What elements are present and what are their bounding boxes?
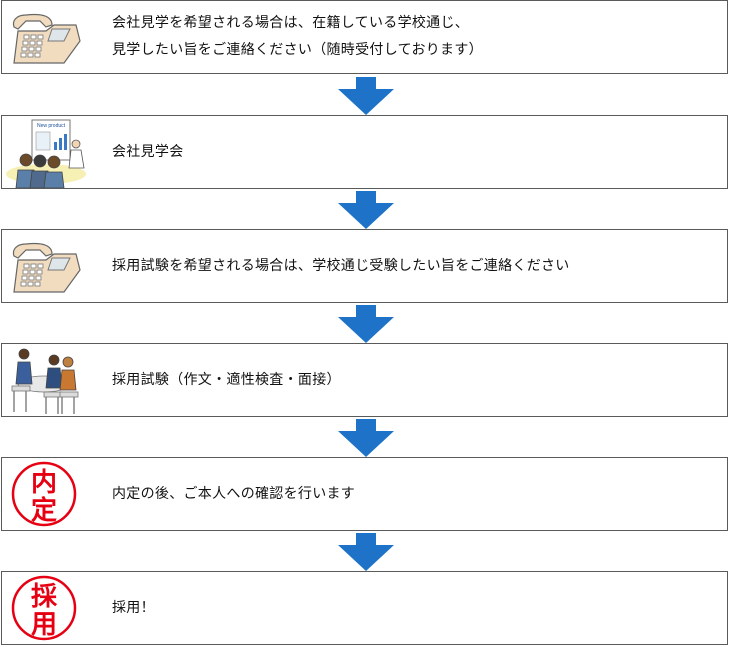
stamp-char: 内 xyxy=(31,468,57,498)
down-arrow-icon xyxy=(338,533,394,571)
telephone-icon xyxy=(12,13,81,64)
flow-step-hired: 採 用 採用！ xyxy=(1,571,728,645)
step-text-line: 会社見学会 xyxy=(112,143,184,160)
saiyo-stamp-icon: 採 用 xyxy=(11,575,77,641)
stamp-char: 用 xyxy=(31,610,57,640)
telephone-icon xyxy=(12,242,81,293)
down-arrow-icon xyxy=(338,305,394,343)
down-arrow-icon xyxy=(338,77,394,115)
flow-step-company-visit-request: 会社見学を希望される場合は、在籍している学校通じ、 見学したい旨をご連絡ください… xyxy=(1,0,728,74)
step-text-line: 採用！ xyxy=(112,599,155,616)
step-text: 会社見学を希望される場合は、在籍している学校通じ、 見学したい旨をご連絡ください… xyxy=(112,1,717,73)
flow-step-company-tour: New product 会社見学会 xyxy=(1,115,728,189)
step-text-line: 会社見学を希望される場合は、在籍している学校通じ、 xyxy=(112,15,470,31)
flow-step-informal-offer: 内 定 内定の後、ご本人への確認を行います xyxy=(1,457,728,531)
flow-step-exam-request: 採用試験を希望される場合は、学校通じ受験したい旨をご連絡ください xyxy=(1,229,728,303)
step-text: 採用！ xyxy=(112,572,717,644)
naitei-stamp-icon: 内 定 xyxy=(11,461,77,527)
step-text-line: 採用試験を希望される場合は、学校通じ受験したい旨をご連絡ください xyxy=(112,257,570,274)
step-text: 会社見学会 xyxy=(112,116,717,188)
flow-step-exam: 採用試験（作文・適性検査・面接） xyxy=(1,343,728,417)
step-text: 内定の後、ご本人への確認を行います xyxy=(112,458,717,530)
down-arrow-icon xyxy=(338,419,394,457)
step-text: 採用試験（作文・適性検査・面接） xyxy=(112,344,717,416)
stamp-char: 定 xyxy=(31,495,57,526)
meeting-icon xyxy=(11,348,79,414)
down-arrow-icon xyxy=(338,191,394,229)
board-title: New product xyxy=(37,123,66,129)
step-text-line: 採用試験（作文・適性検査・面接） xyxy=(112,371,341,388)
stamp-char: 採 xyxy=(31,582,58,612)
step-text-line: 見学したい旨をご連絡ください（随時受付しております） xyxy=(112,42,483,58)
step-text: 採用試験を希望される場合は、学校通じ受験したい旨をご連絡ください xyxy=(112,230,717,302)
step-text-line: 内定の後、ご本人への確認を行います xyxy=(112,485,356,502)
presentation-icon: New product xyxy=(6,119,86,188)
